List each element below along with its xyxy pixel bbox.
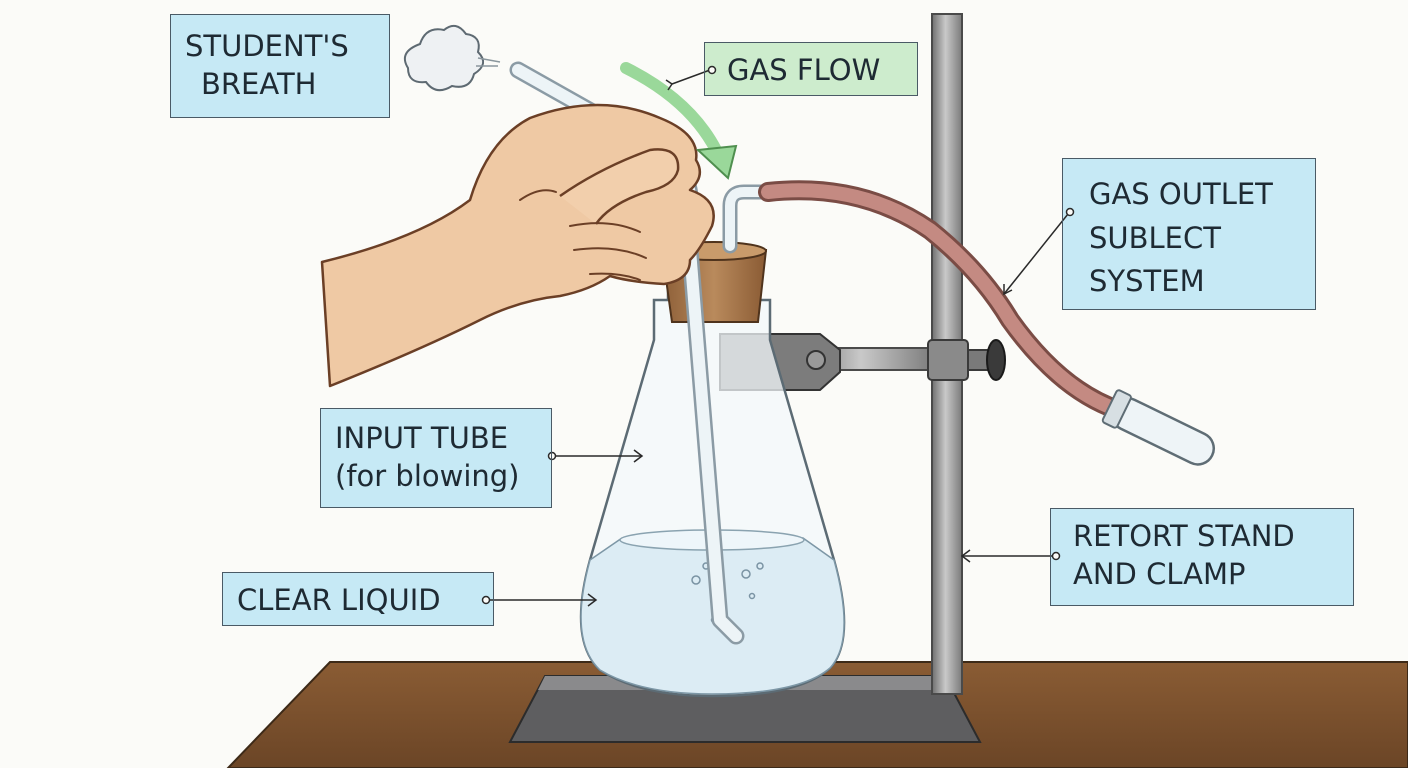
- gas-outlet-line-3: SYSTEM: [1089, 264, 1205, 298]
- students-breath-label: STUDENT'S BREATH: [170, 14, 390, 118]
- retort-stand-line-2: AND CLAMP: [1073, 557, 1246, 592]
- thumb: [559, 148, 680, 225]
- gas-flow-arrow: [620, 62, 722, 156]
- students-breath-line-1: STUDENT'S: [185, 29, 349, 63]
- gas-outlet-line-1: GAS OUTLET: [1089, 177, 1273, 211]
- clamp-screw: [967, 349, 989, 371]
- clamp-knob: [986, 339, 1006, 381]
- students-breath-line-2: BREATH: [201, 67, 317, 102]
- gas-flow-text: GAS FLOW: [727, 53, 881, 87]
- input-tube-line-1: INPUT TUBE: [335, 421, 509, 455]
- gas-flow-label: GAS FLOW: [704, 42, 918, 96]
- input-tube-line-2: (for blowing): [335, 459, 520, 494]
- retort-stand-line-1: RETORT STAND: [1073, 519, 1295, 553]
- gas-flow-arrowhead: [695, 144, 738, 180]
- collection-tube: [1101, 389, 1215, 466]
- breath-cloud: [404, 24, 485, 92]
- clamp-boss: [927, 339, 969, 381]
- gas-outlet-label: GAS OUTLET SUBLECT SYSTEM: [1062, 158, 1316, 310]
- clear-liquid-label: CLEAR LIQUID: [222, 572, 494, 626]
- input-tube-label: INPUT TUBE (for blowing): [320, 408, 552, 508]
- retort-stand-label: RETORT STAND AND CLAMP: [1050, 508, 1354, 606]
- leader-lines: [486, 69, 1069, 607]
- clamp-pivot: [806, 350, 826, 370]
- gas-outlet-line-2: SUBLECT: [1089, 220, 1221, 255]
- clear-liquid-text: CLEAR LIQUID: [237, 583, 441, 617]
